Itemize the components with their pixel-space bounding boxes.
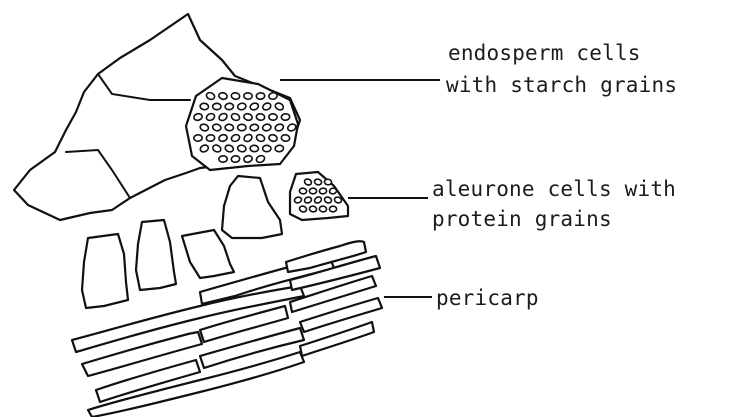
protein-grain — [329, 206, 336, 212]
starch-grain — [194, 135, 203, 142]
protein-grain — [294, 196, 302, 203]
aleurone-label-line2: protein grains — [432, 206, 612, 232]
starch-grain — [269, 114, 278, 121]
aleurone-cell-2 — [136, 220, 176, 290]
starch-grain — [219, 156, 228, 163]
starch-grain — [225, 103, 234, 110]
aleurone-cell-1 — [82, 234, 128, 308]
pericarp-label: pericarp — [436, 285, 539, 311]
protein-grain — [319, 188, 327, 194]
aleurone-label-line1: aleurone cells with — [432, 176, 676, 202]
protein-grain — [299, 188, 307, 194]
starch-grain — [256, 92, 265, 99]
starch-grain — [275, 145, 284, 152]
protein-grain — [329, 187, 337, 194]
starch-grain — [200, 103, 209, 110]
protein-grain — [314, 178, 322, 185]
starch-grain — [231, 155, 240, 163]
protein-grain — [309, 205, 317, 212]
starch-grain — [244, 93, 253, 100]
protein-grain — [334, 196, 342, 203]
protein-grain — [324, 179, 332, 186]
starch-grain — [213, 103, 221, 109]
endosperm-label-line1: endosperm cells — [448, 40, 641, 66]
aleurone-cell-large — [222, 176, 282, 238]
starch-grain — [231, 92, 240, 100]
aleurone-cell-3 — [182, 230, 234, 278]
endosperm-label-line2: with starch grains — [446, 72, 677, 98]
starch-grain — [256, 113, 265, 121]
starch-grain — [263, 145, 271, 151]
starch-grain — [206, 134, 215, 142]
starch-grain — [281, 134, 290, 142]
starch-grain — [250, 145, 259, 152]
starch-grain — [250, 124, 259, 131]
starch-grain — [225, 124, 234, 131]
starch-grain — [281, 113, 290, 120]
starch-grain — [238, 124, 246, 130]
protein-grain — [319, 206, 327, 212]
protein-grain — [309, 188, 316, 194]
starch-cell — [186, 78, 298, 170]
